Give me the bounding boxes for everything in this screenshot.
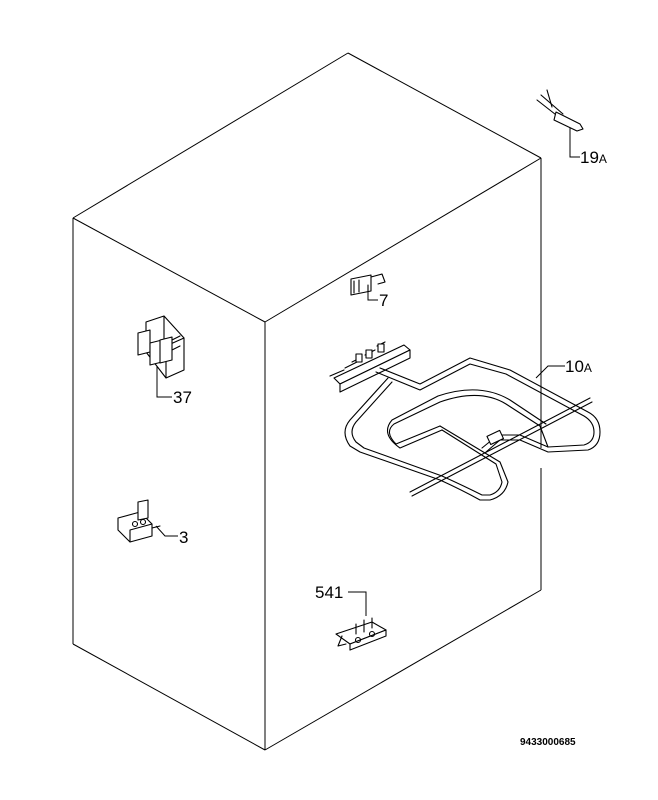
callout-37: 37: [173, 388, 192, 407]
callout-3: 3: [179, 528, 188, 547]
part-19a-sensor-probe: 19A: [536, 89, 607, 167]
part-10a-grill-heating-element: 10A: [329, 341, 601, 501]
callout-19a-number: 19: [580, 148, 599, 167]
part-37-selector-switch: 37: [137, 315, 192, 407]
oven-cabinet-outline: [72, 52, 542, 751]
part-3-terminal-block: 3: [117, 499, 188, 547]
callout-19a-suffix: A: [599, 152, 607, 166]
part-541-bracket: 541: [315, 583, 387, 651]
callout-7: 7: [379, 291, 388, 310]
callout-10a-suffix: A: [584, 361, 592, 375]
document-number: 9433000685: [520, 737, 576, 748]
part-7-connector-clip: 7: [350, 273, 388, 310]
callout-10a-number: 10: [565, 357, 584, 376]
callout-541: 541: [315, 583, 343, 602]
callout-19a: 19A: [580, 148, 607, 167]
callout-10a: 10A: [565, 357, 592, 376]
